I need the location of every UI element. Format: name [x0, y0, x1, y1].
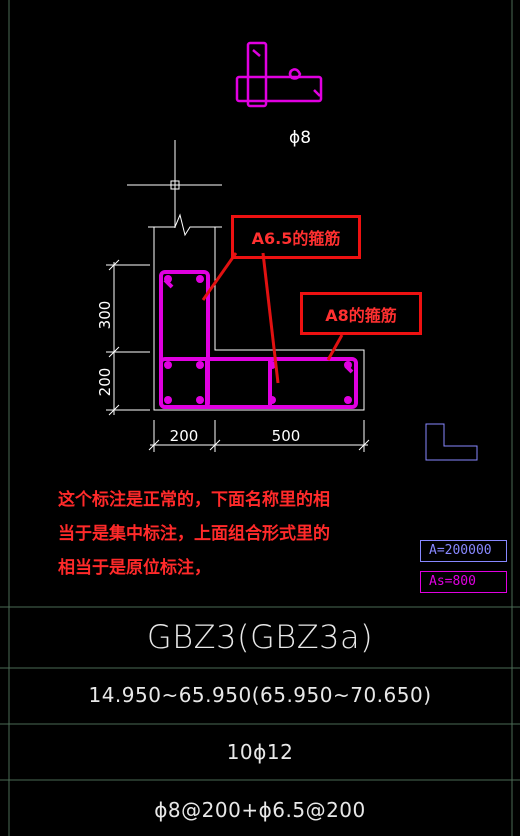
note-line: 相当于是原位标注， [58, 558, 211, 578]
table-name-cell: GBZ3(GBZ3a) [146, 618, 374, 656]
top-hook-label: ϕ8 [289, 128, 311, 148]
callout-a65-stirrup: A6.5的箍筋 [231, 215, 361, 259]
callout-leaders [201, 252, 344, 384]
dim-200-horizontal-label: 200 [170, 427, 199, 445]
l-shape-symbol-icon [425, 423, 478, 461]
dim-200-vertical-label: 200 [96, 368, 114, 397]
longitudinal-rebars [164, 275, 352, 404]
table-stirrup-cell: ϕ8@200+ϕ6.5@200 [154, 798, 366, 822]
explanation-note: 这个标注是正常的，下面名称里的相 当于是集中标注，上面组合形式里的 相当于是原位… [58, 483, 398, 585]
callout-a8-text: A8的箍筋 [325, 305, 397, 325]
note-line: 当于是集中标注，上面组合形式里的 [58, 524, 330, 544]
area-legend-text: A=200000 [429, 543, 492, 558]
dim-300-label: 300 [96, 301, 114, 330]
steel-legend: As=800 [420, 571, 507, 593]
callout-a65-text: A6.5的箍筋 [251, 229, 341, 248]
crosshair-cursor-icon [127, 140, 222, 228]
wall-outline [148, 213, 365, 411]
area-legend: A=200000 [420, 540, 507, 562]
table-elevation-cell: 14.950~65.950(65.950~70.650) [88, 683, 432, 707]
hook-detail-icon [235, 41, 323, 108]
note-line: 这个标注是正常的，下面名称里的相 [58, 490, 330, 510]
callout-a8-stirrup: A8的箍筋 [300, 292, 422, 335]
steel-legend-text: As=800 [429, 574, 476, 589]
dim-500-label: 500 [272, 427, 301, 445]
table-longitudinal-cell: 10ϕ12 [226, 740, 294, 764]
dimension-lines [106, 259, 370, 452]
